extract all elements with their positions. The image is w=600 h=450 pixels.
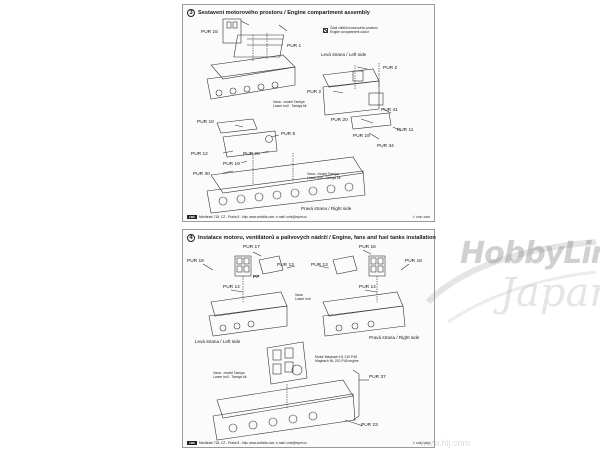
watermark-sub: Japan [500,270,600,316]
pp-marker: PP [253,275,260,280]
hull-note: Vana Lower hull [295,293,311,301]
step-4-line-art [202,249,410,441]
part-label: PUR 30 [193,172,210,177]
copyright: © CMK 2006 [412,441,430,445]
copyright: © CMK 2006 [412,215,430,219]
part-label: PUR 18 [187,259,204,264]
hull-note: Vana - model Tamiya Lower hull - Tamiya … [273,100,307,108]
part-label: PUR 20 [243,152,260,157]
step-number-badge: 3 [187,9,195,17]
lower-hull-shape [206,170,366,214]
part-label: PUR 15 [201,30,218,35]
part-label: PUR 16 [359,245,376,250]
right-side-label: Pravá strana / Right side [369,335,420,340]
color-legend: Části vnitřků motorového prostoru Engine… [323,26,378,34]
cmk-logo: CMK [187,441,197,445]
fan-housing-shape [222,18,242,44]
lower-hull-shape [322,305,406,337]
part-label: PUR 11 [397,128,414,133]
part-label: PUR 19 [353,134,370,139]
watermark-url: www.hlj.com [420,438,471,448]
step-4-header: 4 Instalace motoru, ventilátorů a palivo… [187,234,436,242]
footer-address: Mezibraní 718, CZ - Praha 8 - http: www.… [199,215,307,219]
engine-block-shape [266,341,308,385]
part-label: PUR 1 [287,44,302,49]
part-label: PUR 41 [381,108,398,113]
part-label: PUR 14 [223,285,240,290]
footer: CMK Mezibraní 718, CZ - Praha 8 - http: … [187,215,307,219]
instruction-sheet-step-3: 3 Sestavení motorového prostoru / Engine… [182,4,435,222]
hull-note: Vana - model Tamiya Lower hull - Tamiya … [213,371,247,379]
step-3-line-art [206,18,402,214]
part-label: PUR 34 [377,144,394,149]
part-label: PUR 12 [191,152,208,157]
part-label: PUR 18 [405,259,422,264]
instruction-sheet-step-4: 4 Instalace motoru, ventilátorů a palivo… [182,229,436,448]
engine-note: Motor Maybach HL 210 P45 Maybach HL 210 … [315,355,359,363]
part-label: PUR 2 [383,66,398,71]
step-title: Instalace motoru, ventilátorů a palivový… [198,235,436,241]
hatch-swatch-icon [323,28,328,34]
part-label: PUR 5 [281,132,296,137]
part-label: PUR 20 [331,118,348,123]
part-label: PUR 2 [307,90,322,95]
lower-hull-shape [206,66,296,100]
right-side-label: Pravá strana / Right side [301,206,352,211]
step-number-badge: 4 [187,234,195,242]
part-label: PUR 37 [369,375,386,380]
lower-hull-shape [322,80,380,116]
hull-note: Vana - model Tamiya Lower hull - Tamiya … [307,172,341,180]
part-label: PUR 17 [243,245,260,250]
step-3-header: 3 Sestavení motorového prostoru / Engine… [187,9,370,17]
part-label: PUR 19 [223,162,240,167]
footer-address: Mezibraní 718, CZ - Praha 8 - http: www.… [199,441,307,445]
cmk-logo: CMK [187,215,197,219]
part-label: PUR 23 [361,423,378,428]
part-label: PUR 13 [277,263,294,268]
step-title: Sestavení motorového prostoru / Engine c… [198,10,370,16]
lower-hull-shape [212,393,356,441]
part-label: PUR 14 [359,285,376,290]
lower-hull-shape [208,305,288,337]
left-side-label: Levá strana / Left side [195,339,241,344]
legend-text: Části vnitřků motorového prostoru Engine… [330,26,378,34]
part-label: PUR 13 [311,263,328,268]
left-side-label: Levá strana / Left side [321,52,367,57]
watermark-brand: HobbyLink [460,236,600,271]
footer: CMK Mezibraní 718, CZ - Praha 8 - http: … [187,441,307,445]
part-label: PUR 10 [197,120,214,125]
